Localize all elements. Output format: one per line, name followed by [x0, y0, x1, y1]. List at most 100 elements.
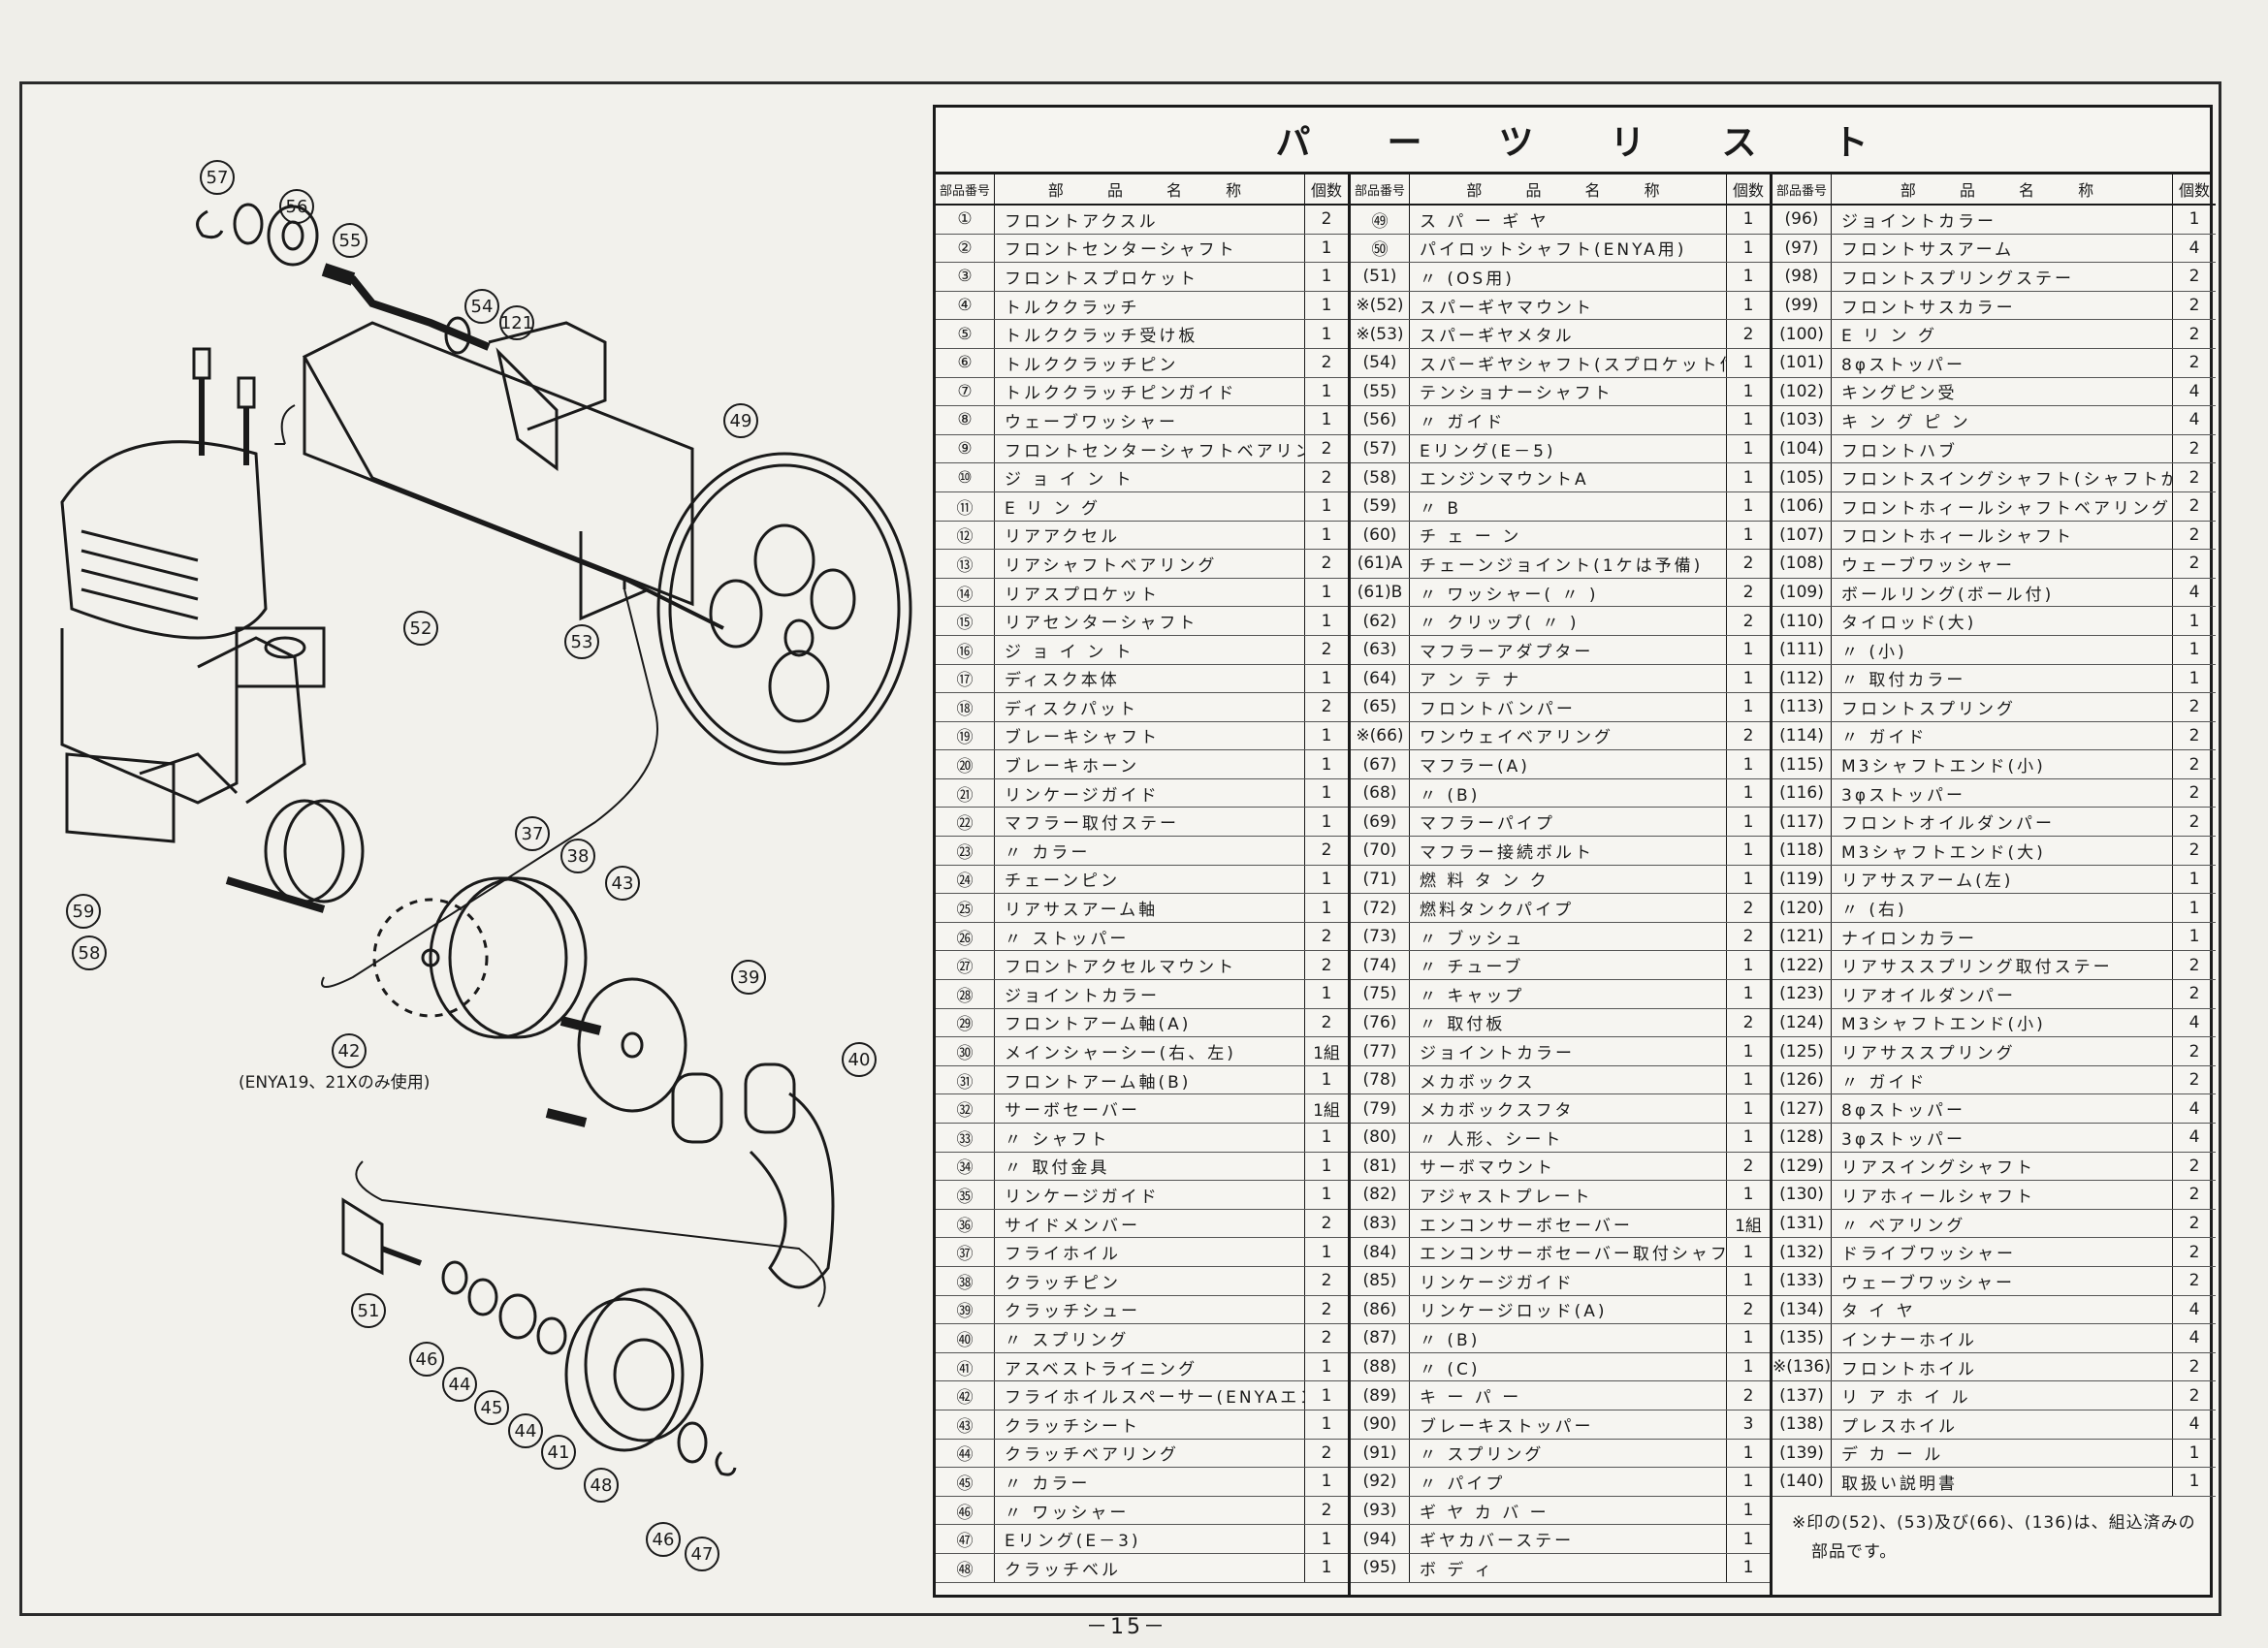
part-quantity: 1	[1742, 296, 1754, 316]
part-number: (62)	[1351, 607, 1410, 635]
part-name: 取扱い説明書	[1832, 1468, 2173, 1496]
part-name: サーボセーバー	[995, 1094, 1305, 1123]
table-row: (61)B〃 ワッシャー( 〃 )2	[1351, 578, 1770, 608]
part-name: マフラーパイプ	[1410, 808, 1727, 837]
part-name: 〃 ワッシャー( 〃 )	[1410, 578, 1727, 607]
part-quantity: 2	[1321, 209, 1332, 230]
table-row: (118)M3シャフトエンド(大)2	[1773, 837, 2216, 866]
part-quantity: 1	[1742, 496, 1754, 517]
part-quantity: 1組	[1313, 1101, 1340, 1122]
part-quantity: 1	[1321, 668, 1332, 688]
part-quantity: 2	[1742, 1156, 1754, 1176]
chassis-block	[302, 321, 694, 607]
part-quantity: 1	[1742, 697, 1754, 717]
part-quantity: 1	[1321, 1472, 1332, 1492]
part-name: 〃 スプリング	[1410, 1439, 1727, 1468]
part-label: 45	[481, 1398, 503, 1418]
part-name: ボールリング(ボール付)	[1832, 578, 2173, 607]
part-number: (97)	[1773, 234, 1832, 263]
part-number: ㊽	[936, 1553, 995, 1582]
part-number: (61)B	[1351, 578, 1410, 607]
part-quantity: 2	[1321, 554, 1332, 574]
title-char: ス	[1721, 123, 1759, 163]
part-number: ㉜	[936, 1094, 995, 1123]
e-ring-part	[196, 209, 224, 239]
part-label: 40	[848, 1050, 871, 1070]
part-number: (71)	[1351, 865, 1410, 894]
part-name: リアオイルダンパー	[1832, 980, 2173, 1008]
part-name: タイロッド(大)	[1832, 607, 2173, 635]
part-number: ⑯	[936, 635, 995, 664]
part-number: (122)	[1773, 951, 1832, 980]
part-quantity: 1	[1321, 1414, 1332, 1435]
part-name: フロントサスカラー	[1832, 291, 2173, 320]
part-quantity: 1	[1742, 353, 1754, 373]
part-number: (85)	[1351, 1266, 1410, 1295]
part-name: リンケージガイド	[995, 1181, 1305, 1209]
part-name: ウェーブワッシャー	[995, 406, 1305, 434]
washer-part	[233, 203, 264, 245]
part-name: マフラー接続ボルト	[1410, 837, 1727, 865]
part-number: (83)	[1351, 1209, 1410, 1238]
part-label: 39	[738, 967, 760, 988]
part-name: リアスイングシャフト	[1832, 1152, 2173, 1181]
part-quantity: 2	[2188, 467, 2200, 488]
part-name: テンショナーシャフト	[1410, 377, 1727, 406]
part-name: 〃 スプリング	[995, 1324, 1305, 1352]
part-name: ワンウェイベアリング	[1410, 721, 1727, 750]
part-quantity: 1	[2188, 668, 2200, 688]
part-name: クラッチベアリング	[995, 1439, 1305, 1468]
part-name: フロントオイルダンパー	[1832, 808, 2173, 837]
part-name: ディスク本体	[995, 664, 1305, 693]
part-number: ※(53)	[1351, 320, 1410, 348]
part-number: (93)	[1351, 1496, 1410, 1525]
part-label: 44	[449, 1375, 471, 1395]
part-quantity: 1	[1742, 1185, 1754, 1205]
part-quantity: 2	[2188, 1156, 2200, 1176]
part-quantity: 2	[2188, 984, 2200, 1004]
part-number: (96)	[1773, 206, 1832, 234]
part-number: (107)	[1773, 521, 1832, 550]
part-name: クラッチピン	[995, 1266, 1305, 1295]
part-name: フロントスプロケット	[995, 263, 1305, 291]
part-name: メカボックス	[1410, 1065, 1727, 1094]
part-quantity: 1組	[1735, 1216, 1762, 1236]
table-row: (51) 〃 (OS用)1	[1351, 263, 1770, 292]
part-name: タ イ ヤ	[1832, 1295, 2173, 1324]
part-quantity: 2	[1321, 955, 1332, 975]
part-name: 8φストッパー	[1832, 1094, 2173, 1123]
part-quantity: 1	[1321, 1070, 1332, 1091]
part-number: (82)	[1351, 1181, 1410, 1209]
part-name: リアサススプリング	[1832, 1037, 2173, 1065]
part-quantity: 4	[2188, 238, 2200, 258]
part-number: ㊴	[936, 1295, 995, 1324]
part-label: 54	[471, 297, 494, 317]
header-part-name: 部 品 名 称	[995, 174, 1305, 204]
part-name: 〃 取付板	[1410, 1008, 1727, 1037]
part-name: ギ ヤ カ バ ー	[1410, 1496, 1727, 1525]
part-number: ㉙	[936, 1008, 995, 1037]
part-number: ㊿	[1351, 234, 1410, 263]
part-number: (111)	[1773, 635, 1832, 664]
part-quantity: 2	[2188, 1242, 2200, 1262]
part-name: リアセンターシャフト	[995, 607, 1305, 635]
part-number: ④	[936, 291, 995, 320]
part-quantity: 2	[2188, 496, 2200, 517]
part-quantity: 1	[1742, 1098, 1754, 1119]
part-quantity: 1	[1321, 410, 1332, 430]
table-row: (119)リアサスアーム(左)1	[1773, 865, 2216, 895]
part-number: (75)	[1351, 980, 1410, 1008]
part-number: (126)	[1773, 1065, 1832, 1094]
part-number: (140)	[1773, 1468, 1832, 1496]
part-label: 51	[358, 1301, 380, 1321]
part-number: (112)	[1773, 664, 1832, 693]
part-quantity: 2	[1321, 467, 1332, 488]
